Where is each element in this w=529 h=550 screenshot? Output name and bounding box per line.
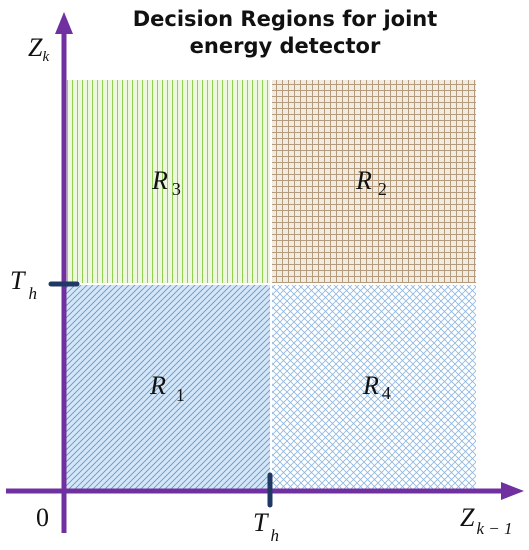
y-axis-label: Zk: [28, 33, 49, 65]
region-r3: [64, 80, 270, 283]
region-r1: [64, 285, 270, 490]
region-r4: [272, 285, 476, 490]
title-line-1: Decision Regions for joint: [132, 7, 438, 31]
x-axis-arrowhead: [501, 482, 524, 500]
y-axis-arrowhead: [55, 12, 73, 34]
diagram-title: Decision Regions for joint energy detect…: [100, 6, 470, 60]
origin-label: 0: [36, 503, 49, 532]
region-r2: [272, 80, 476, 283]
title-line-2: energy detector: [189, 34, 381, 58]
